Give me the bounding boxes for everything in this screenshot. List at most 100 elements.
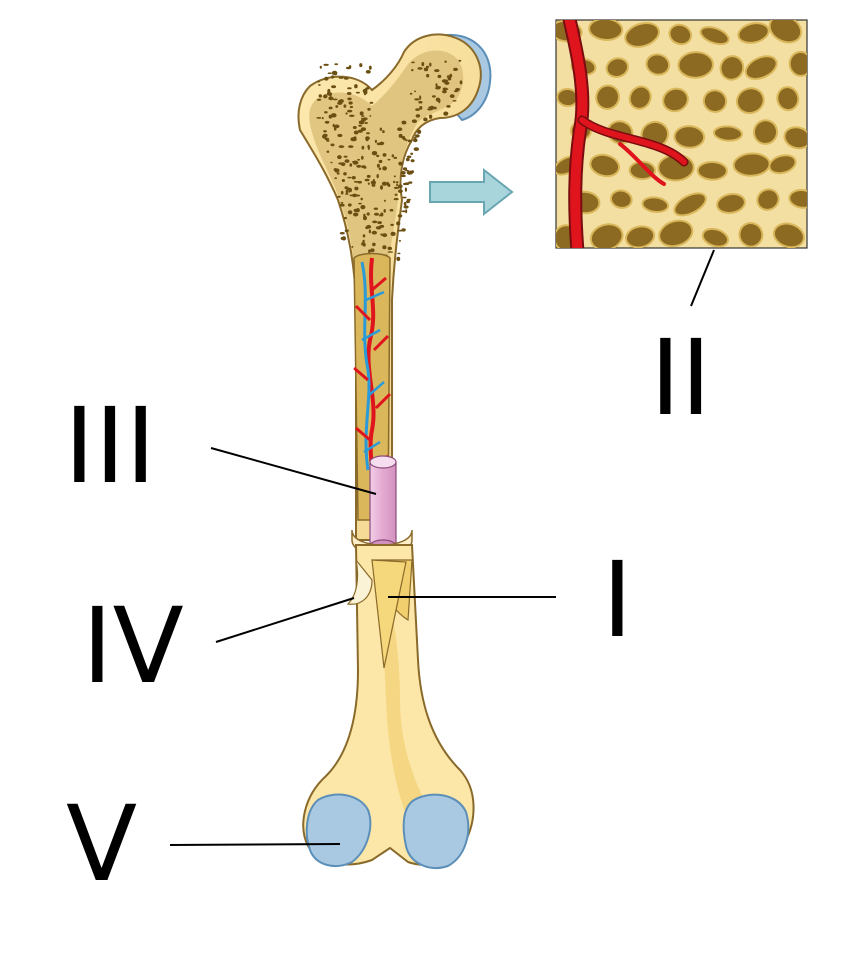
- pore: [361, 145, 365, 150]
- pore: [337, 195, 341, 198]
- pore: [349, 188, 353, 193]
- pore: [376, 163, 380, 168]
- pore: [330, 143, 335, 147]
- pore: [442, 90, 447, 94]
- pore: [350, 137, 355, 142]
- pore: [340, 162, 346, 167]
- trabecular-hole: [776, 86, 800, 112]
- pore: [340, 190, 344, 195]
- pore: [353, 212, 359, 217]
- label-I: I: [602, 539, 633, 661]
- pore: [360, 197, 363, 201]
- pore: [369, 115, 372, 117]
- pore: [318, 94, 322, 98]
- pore: [341, 179, 345, 182]
- pore: [365, 70, 371, 74]
- pore: [417, 129, 422, 134]
- pore: [387, 158, 391, 161]
- pore: [423, 117, 428, 122]
- pore: [334, 168, 340, 173]
- pore: [390, 231, 396, 236]
- pore: [414, 90, 416, 93]
- pore: [380, 233, 384, 236]
- pore: [410, 152, 414, 155]
- pore: [361, 115, 365, 117]
- pore: [397, 127, 403, 131]
- pore: [398, 161, 403, 166]
- pore: [330, 161, 333, 164]
- pore: [347, 109, 353, 113]
- pore: [442, 87, 448, 91]
- trabecular-hole: [702, 89, 728, 113]
- pore: [347, 97, 352, 101]
- pore: [401, 174, 406, 178]
- pore: [372, 178, 375, 183]
- trabecular-hole: [788, 50, 807, 77]
- pore: [355, 91, 360, 94]
- pore: [393, 186, 400, 189]
- pore: [405, 139, 408, 142]
- label-IV: IV: [82, 585, 184, 707]
- trabecular-hole: [645, 53, 671, 76]
- pore: [344, 229, 349, 233]
- pore: [411, 119, 417, 123]
- trabecular-hole: [668, 23, 693, 46]
- pore: [321, 117, 324, 120]
- pore: [441, 79, 448, 83]
- pore: [390, 223, 394, 226]
- pore: [415, 108, 420, 111]
- pore: [351, 176, 356, 180]
- pore: [417, 67, 423, 70]
- pore: [331, 70, 338, 76]
- pore: [344, 159, 350, 163]
- trabecular-hole: [662, 87, 689, 113]
- pore: [332, 123, 335, 128]
- trabecular-hole: [589, 223, 624, 248]
- pore: [362, 117, 368, 120]
- pore: [378, 167, 382, 171]
- pore: [347, 87, 352, 90]
- proximal-spongy-bone: [309, 50, 464, 265]
- pore: [400, 171, 406, 175]
- pore: [379, 127, 383, 131]
- pore: [336, 172, 340, 175]
- pore: [387, 251, 394, 253]
- pore: [397, 229, 403, 232]
- trabecular-hole: [768, 20, 803, 44]
- pore: [393, 175, 396, 178]
- pore: [429, 105, 435, 110]
- pore: [348, 65, 352, 69]
- pore: [328, 106, 333, 110]
- pore: [371, 151, 378, 156]
- pore: [449, 73, 453, 78]
- pore: [367, 86, 370, 89]
- pore: [393, 180, 396, 184]
- label-III: III: [64, 385, 156, 507]
- trabecular-hole: [772, 222, 805, 248]
- pore: [343, 77, 349, 80]
- pore: [372, 242, 376, 247]
- pore: [408, 181, 413, 184]
- pore: [326, 139, 330, 142]
- pore: [349, 194, 355, 197]
- pore: [348, 101, 353, 105]
- pore: [396, 184, 399, 186]
- pore: [364, 178, 370, 182]
- pore: [458, 59, 462, 62]
- trabecular-hole: [732, 152, 771, 177]
- pore: [353, 130, 359, 135]
- condyle-cartilage-right: [402, 793, 470, 869]
- pore: [391, 154, 394, 158]
- trabecular-hole: [677, 51, 714, 79]
- pore: [406, 200, 410, 204]
- pore: [377, 221, 382, 225]
- pore: [367, 182, 370, 185]
- pore: [366, 224, 372, 229]
- pore: [358, 124, 362, 127]
- pore: [419, 106, 423, 110]
- pore: [331, 85, 337, 89]
- pore: [345, 189, 349, 194]
- leader-line-IV: [215, 597, 355, 643]
- pore: [351, 245, 354, 248]
